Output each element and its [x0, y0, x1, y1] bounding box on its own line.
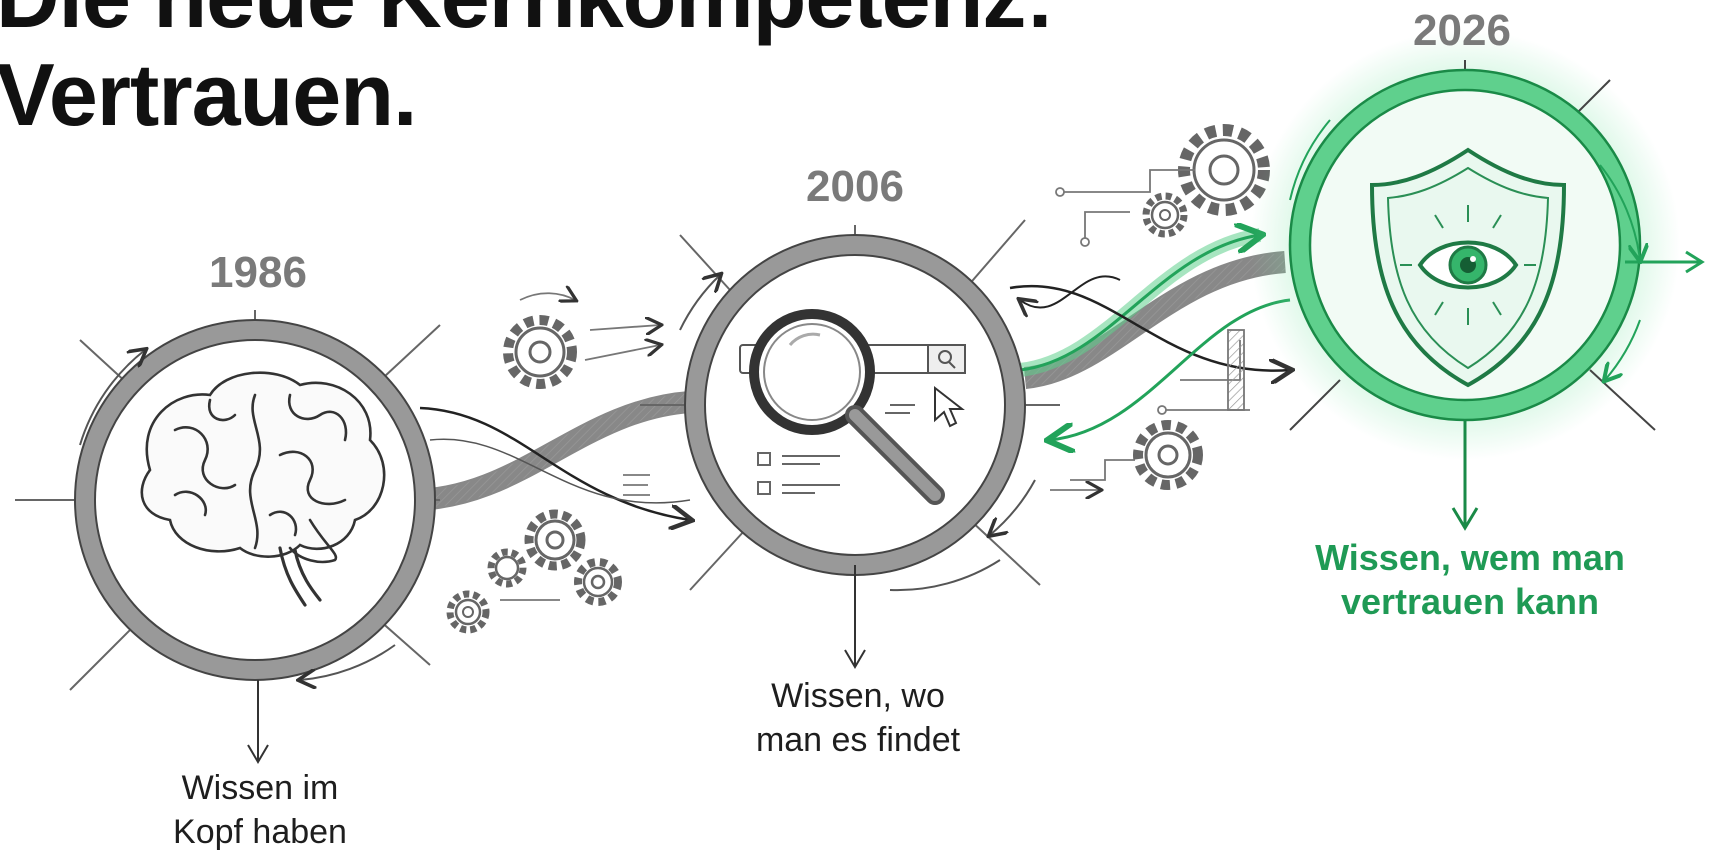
stage-2006-down-arrow	[845, 565, 865, 667]
gear-icon	[491, 552, 523, 584]
year-2026: 2026	[1413, 6, 1511, 56]
gear-icon	[578, 562, 618, 602]
gear-icon	[529, 514, 581, 566]
stage-2006-label-line-2: man es findet	[756, 718, 960, 762]
year-1986: 1986	[209, 248, 307, 298]
gear-icon	[1184, 130, 1264, 210]
stage-2026-label: Wissen, wem man vertrauen kann	[1315, 536, 1625, 624]
gear-icon	[508, 320, 572, 384]
flow-connector-1986-2006	[410, 402, 690, 520]
stage-2026-label-line-1: Wissen, wem man	[1315, 536, 1625, 580]
stage-2006-label-line-1: Wissen, wo	[756, 674, 960, 718]
gear-icon	[1146, 196, 1184, 234]
stage-1986-label-line-2: Kopf haben	[173, 810, 347, 854]
gear-icon	[450, 594, 486, 630]
stage-2006-label: Wissen, wo man es findet	[756, 674, 960, 762]
stage-1986-label: Wissen im Kopf haben	[173, 766, 347, 854]
stage-2026-label-line-2: vertrauen kann	[1315, 580, 1625, 624]
gear-icon	[1138, 425, 1198, 485]
stage-1986-label-line-1: Wissen im	[173, 766, 347, 810]
year-2006: 2006	[806, 162, 904, 212]
stage-1986-down-arrow	[248, 680, 268, 762]
